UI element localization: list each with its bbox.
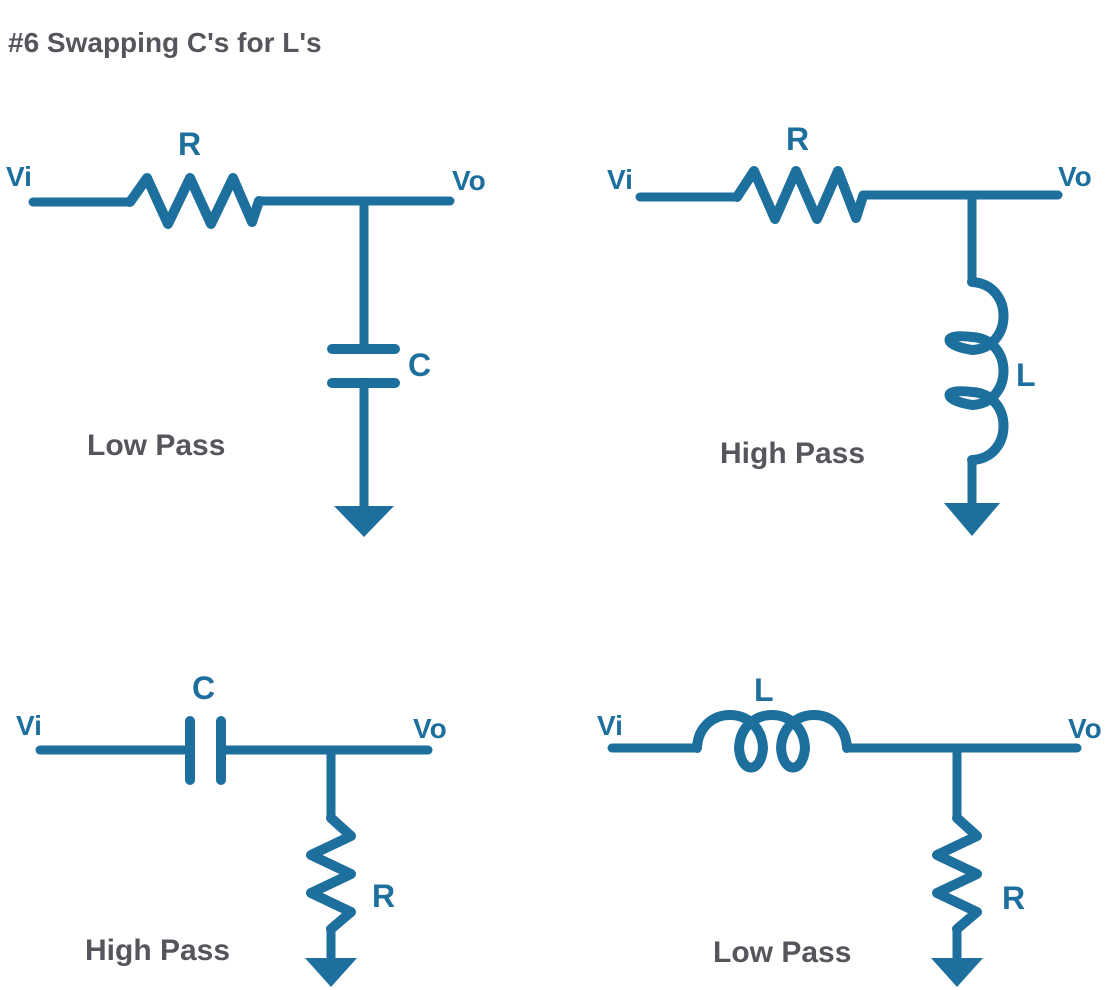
inductor-symbol [944,277,1009,465]
filter-type-label: Low Pass [87,429,225,462]
inductor-label: L [754,672,774,708]
resistor-label: R [1002,880,1025,916]
resistor-label: R [178,126,201,162]
resistor-label: R [372,878,395,914]
filter-type-label: Low Pass [713,936,851,969]
resistor-symbol [306,813,356,934]
inductor-symbol [692,710,852,773]
resistor-symbol [125,173,264,229]
capacitor-label: C [408,347,431,383]
output-node-label: Vo [1068,713,1102,744]
circuit-rc-low-pass: Vi R Vo C Low Pass [6,126,486,537]
inductor-label: L [1016,357,1036,393]
filter-type-label: High Pass [720,437,865,470]
ground-arrow-icon [931,958,983,987]
ground-arrow-icon [305,958,357,987]
output-node-label: Vo [413,713,447,744]
circuit-lr-low-pass: L Vi Vo R Low Pass [597,672,1102,987]
capacitor-label: C [192,670,215,706]
input-node-label: Vi [6,161,32,192]
resistor-label: R [786,121,809,157]
circuit-cr-high-pass: C Vi Vo R High Pass [16,670,447,987]
figure-title: #6 Swapping C's for L's [8,27,322,58]
ground-arrow-icon [944,503,1000,536]
filter-type-label: High Pass [85,934,230,967]
input-node-label: Vi [597,710,623,741]
output-node-label: Vo [1058,161,1092,192]
input-node-label: Vi [607,164,633,195]
circuit-rl-high-pass: Vi R Vo L High Pass [607,121,1092,536]
output-node-label: Vo [452,165,486,196]
input-node-label: Vi [16,710,42,741]
resistor-symbol [732,166,868,224]
resistor-symbol [932,813,982,934]
ground-arrow-icon [334,506,394,537]
